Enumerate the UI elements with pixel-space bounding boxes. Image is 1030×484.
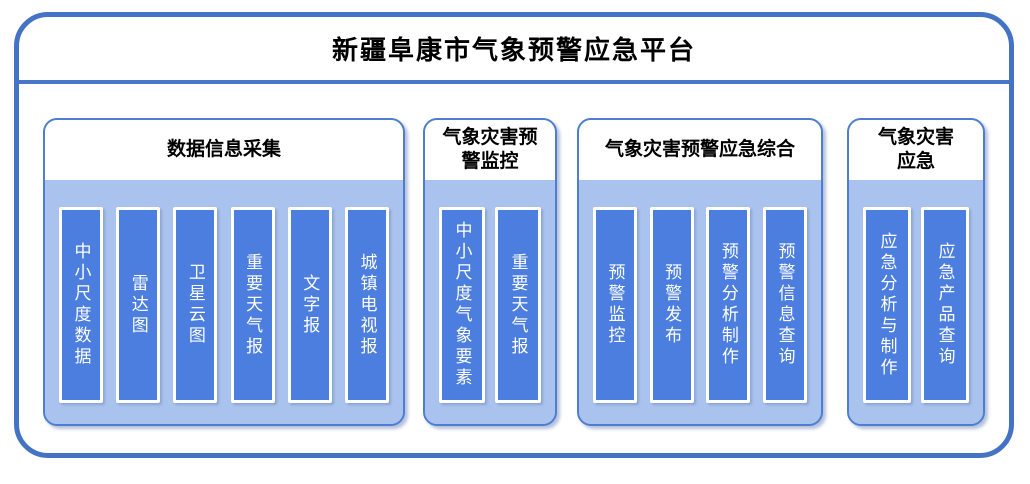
module-label: 文字报 — [300, 273, 320, 337]
panel-header: 气象灾害 应急 — [849, 120, 983, 180]
panel-data-collection: 数据信息采集 中小尺度数据 雷达图 卫星云图 重要天气报 文字报 城镇电视报 — [43, 118, 405, 426]
panel-header: 气象灾害预警应急综合 — [579, 120, 821, 180]
module-block: 中小尺度气象要素 — [439, 207, 485, 403]
module-label: 重要天气报 — [508, 252, 528, 358]
module-block: 预警分析制作 — [706, 207, 751, 403]
panel-header: 数据信息采集 — [45, 120, 403, 180]
module-block: 文字报 — [287, 207, 332, 403]
page-title: 新疆阜康市气象预警应急平台 — [331, 35, 696, 65]
module-block: 中小尺度数据 — [59, 207, 103, 403]
title-bar: 新疆阜康市气象预警应急平台 — [19, 17, 1009, 84]
panel-body: 应急分析与制作 应急产品查询 — [849, 180, 983, 424]
module-label: 应急分析与制作 — [877, 231, 897, 379]
module-block: 城镇电视报 — [344, 207, 389, 403]
module-label: 预警信息查询 — [775, 242, 795, 368]
panel-warning-monitoring: 气象灾害预 警监控 中小尺度气象要素 重要天气报 — [423, 118, 557, 426]
module-block: 预警信息查询 — [762, 207, 807, 403]
module-label: 城镇电视报 — [357, 252, 377, 358]
platform-frame: 新疆阜康市气象预警应急平台 数据信息采集 中小尺度数据 雷达图 卫星云图 重要天… — [14, 12, 1014, 458]
module-block: 重要天气报 — [495, 207, 541, 403]
panel-body: 中小尺度气象要素 重要天气报 — [425, 180, 555, 424]
module-block: 预警发布 — [649, 207, 694, 403]
module-block: 雷达图 — [116, 207, 161, 403]
module-label: 应急产品查询 — [935, 242, 955, 368]
module-label: 雷达图 — [128, 273, 148, 337]
module-block: 应急产品查询 — [921, 207, 969, 403]
panel-body: 预警监控 预警发布 预警分析制作 预警信息查询 — [579, 180, 821, 424]
module-label: 中小尺度气象要素 — [452, 221, 472, 389]
module-label: 重要天气报 — [243, 252, 263, 358]
module-block: 卫星云图 — [173, 207, 218, 403]
panels-row: 数据信息采集 中小尺度数据 雷达图 卫星云图 重要天气报 文字报 城镇电视报 气… — [19, 84, 1009, 426]
panel-warning-emergency-integration: 气象灾害预警应急综合 预警监控 预警发布 预警分析制作 预警信息查询 — [577, 118, 823, 426]
panel-header: 气象灾害预 警监控 — [425, 120, 555, 180]
module-block: 应急分析与制作 — [863, 207, 911, 403]
module-label: 预警监控 — [605, 263, 625, 347]
module-block: 重要天气报 — [230, 207, 275, 403]
panel-body: 中小尺度数据 雷达图 卫星云图 重要天气报 文字报 城镇电视报 — [45, 180, 403, 424]
panel-disaster-emergency: 气象灾害 应急 应急分析与制作 应急产品查询 — [847, 118, 985, 426]
module-label: 中小尺度数据 — [71, 242, 91, 368]
module-label: 预警发布 — [662, 263, 682, 347]
module-label: 卫星云图 — [185, 263, 205, 347]
module-block: 预警监控 — [593, 207, 637, 403]
module-label: 预警分析制作 — [718, 242, 738, 368]
